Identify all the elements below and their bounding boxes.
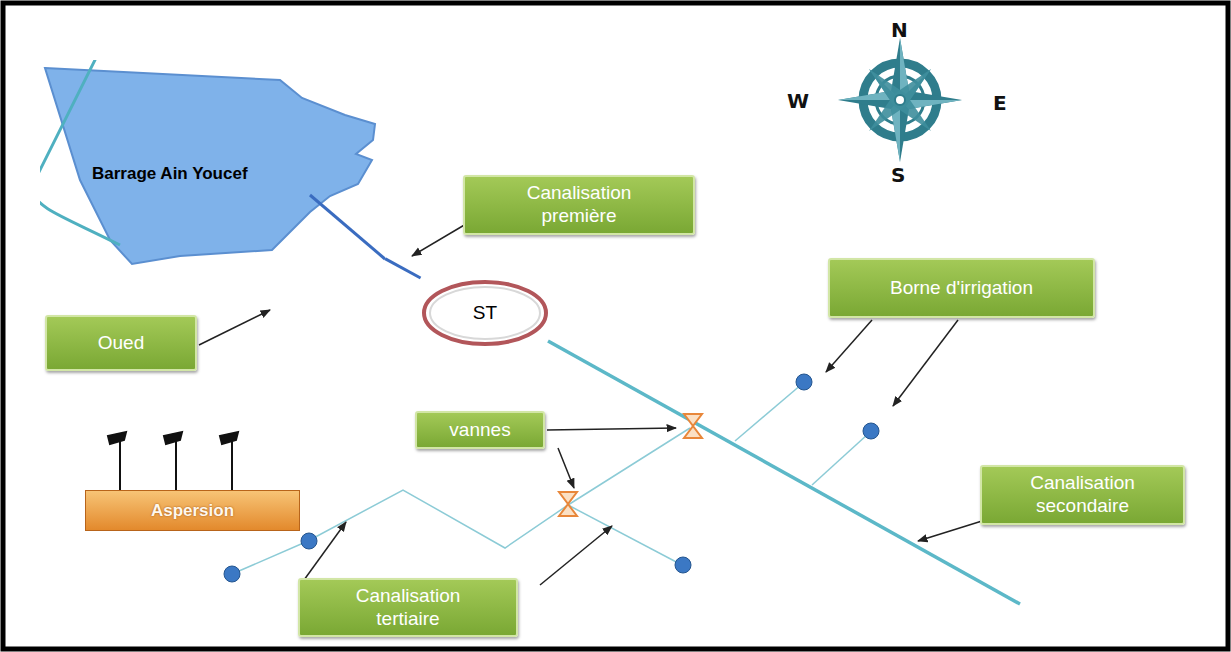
valve-symbol [684,414,702,438]
dam-shape [45,68,375,264]
river-line [40,60,120,245]
svg-line [231,440,233,491]
primary-pipe [385,259,421,278]
branch-pipe [812,434,868,485]
svg-line [826,320,872,372]
svg-line [175,440,177,491]
node-text: Canalisation tertiaire [333,585,483,631]
frame [3,3,1228,649]
compass-letter: W [787,89,809,113]
station-inner [430,287,540,339]
svg-line [893,320,958,406]
svg-polygon [869,69,931,131]
dam-reservoir: Barrage Ain Youcef [40,60,385,270]
label-box: vannes [415,411,545,449]
svg-line [918,521,982,541]
station-ellipse: ST [420,278,550,348]
svg-polygon [869,69,931,131]
svg-line [119,440,121,491]
svg-circle [895,95,905,105]
node-text: Borne d'irrigation [890,277,1033,300]
node-text: vannes [449,419,510,442]
node-text: Canalisation secondaire [1008,472,1158,518]
valve-symbol [559,492,577,516]
svg-line [199,310,270,345]
station-ring [424,282,546,344]
compass-rose [838,38,962,162]
compass-letter: N [891,18,908,42]
compass-letter: E [993,91,1007,115]
node-text: ST [473,302,497,324]
svg-line [412,224,466,256]
label-box: Aspersion [85,490,300,531]
borne-dot [301,533,317,549]
label-box: Canalisation première [463,175,695,235]
svg-path [164,432,182,444]
node-text: Barrage Ain Youcef [92,164,248,184]
label-box: Canalisation tertiaire [298,578,518,637]
label-box: Borne d'irrigation [828,258,1095,318]
node-text: Aspersion [151,501,234,521]
borne-dot [796,374,812,390]
borne-dot [675,557,691,573]
borne-dot [863,423,879,439]
label-box: Oued [45,315,197,371]
node-text: Oued [98,332,144,355]
pipe-start [310,195,385,259]
svg-line [540,526,612,585]
svg-polygon [869,69,931,106]
branch-pipe [735,384,802,441]
svg-line [547,428,676,430]
borne-dot [224,566,240,582]
tertiary-pipe [232,428,690,574]
sprinkler-symbols [108,432,238,491]
svg-path [220,432,238,444]
svg-path [108,432,126,444]
compass-letter: S [891,163,905,187]
node-text: Canalisation première [499,182,659,228]
svg-line [304,522,346,580]
label-box: Canalisation secondaire [980,465,1185,525]
svg-line [558,448,574,488]
tertiary-pipe [568,505,682,565]
